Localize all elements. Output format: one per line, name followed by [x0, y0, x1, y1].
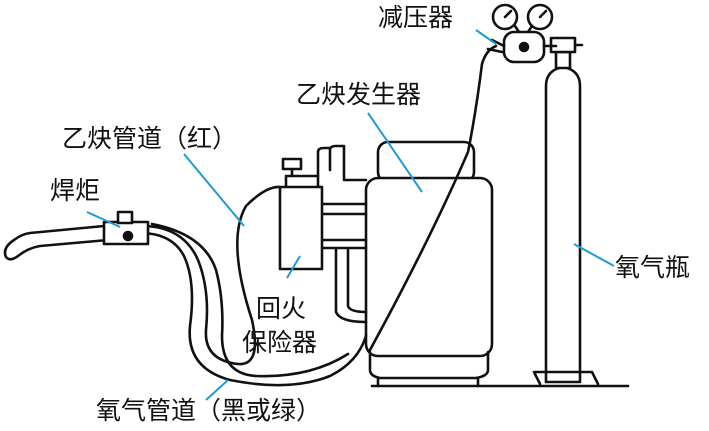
flashback-arrestor: [278, 146, 332, 271]
connecting-pipes: [320, 144, 368, 324]
leader-regulator: [475, 29, 497, 45]
welding-torch: [3, 210, 150, 261]
leader-oxygen-hose: [205, 379, 229, 401]
label-oxygen-hose: 氧气管道（黑或绿）: [96, 396, 322, 425]
leader-arrestor: [286, 255, 301, 279]
leader-generator: [367, 112, 423, 193]
acetylene-generator: [364, 140, 494, 388]
oxygen-cylinder: [532, 36, 600, 386]
label-acetylene-hose: 乙炔管道（红）: [62, 124, 238, 153]
leader-acetylene-hose: [183, 153, 245, 227]
hoses: [138, 44, 498, 387]
label-regulator: 减压器: [378, 3, 454, 32]
label-torch: 焊炬: [50, 176, 101, 205]
regulator-gauge-icon: [486, 3, 558, 64]
label-oxygen-bottle: 氧气瓶: [615, 253, 691, 282]
leader-oxygen-bottle: [573, 243, 615, 267]
label-flashback-arrestor: 回火 保险器: [242, 292, 317, 360]
label-acetylene-generator: 乙炔发生器: [296, 80, 422, 109]
label-flashback-arrestor-line2: 保险器: [242, 328, 318, 357]
label-flashback-arrestor-line1: 回火: [256, 294, 307, 323]
leader-torch: [86, 211, 121, 228]
